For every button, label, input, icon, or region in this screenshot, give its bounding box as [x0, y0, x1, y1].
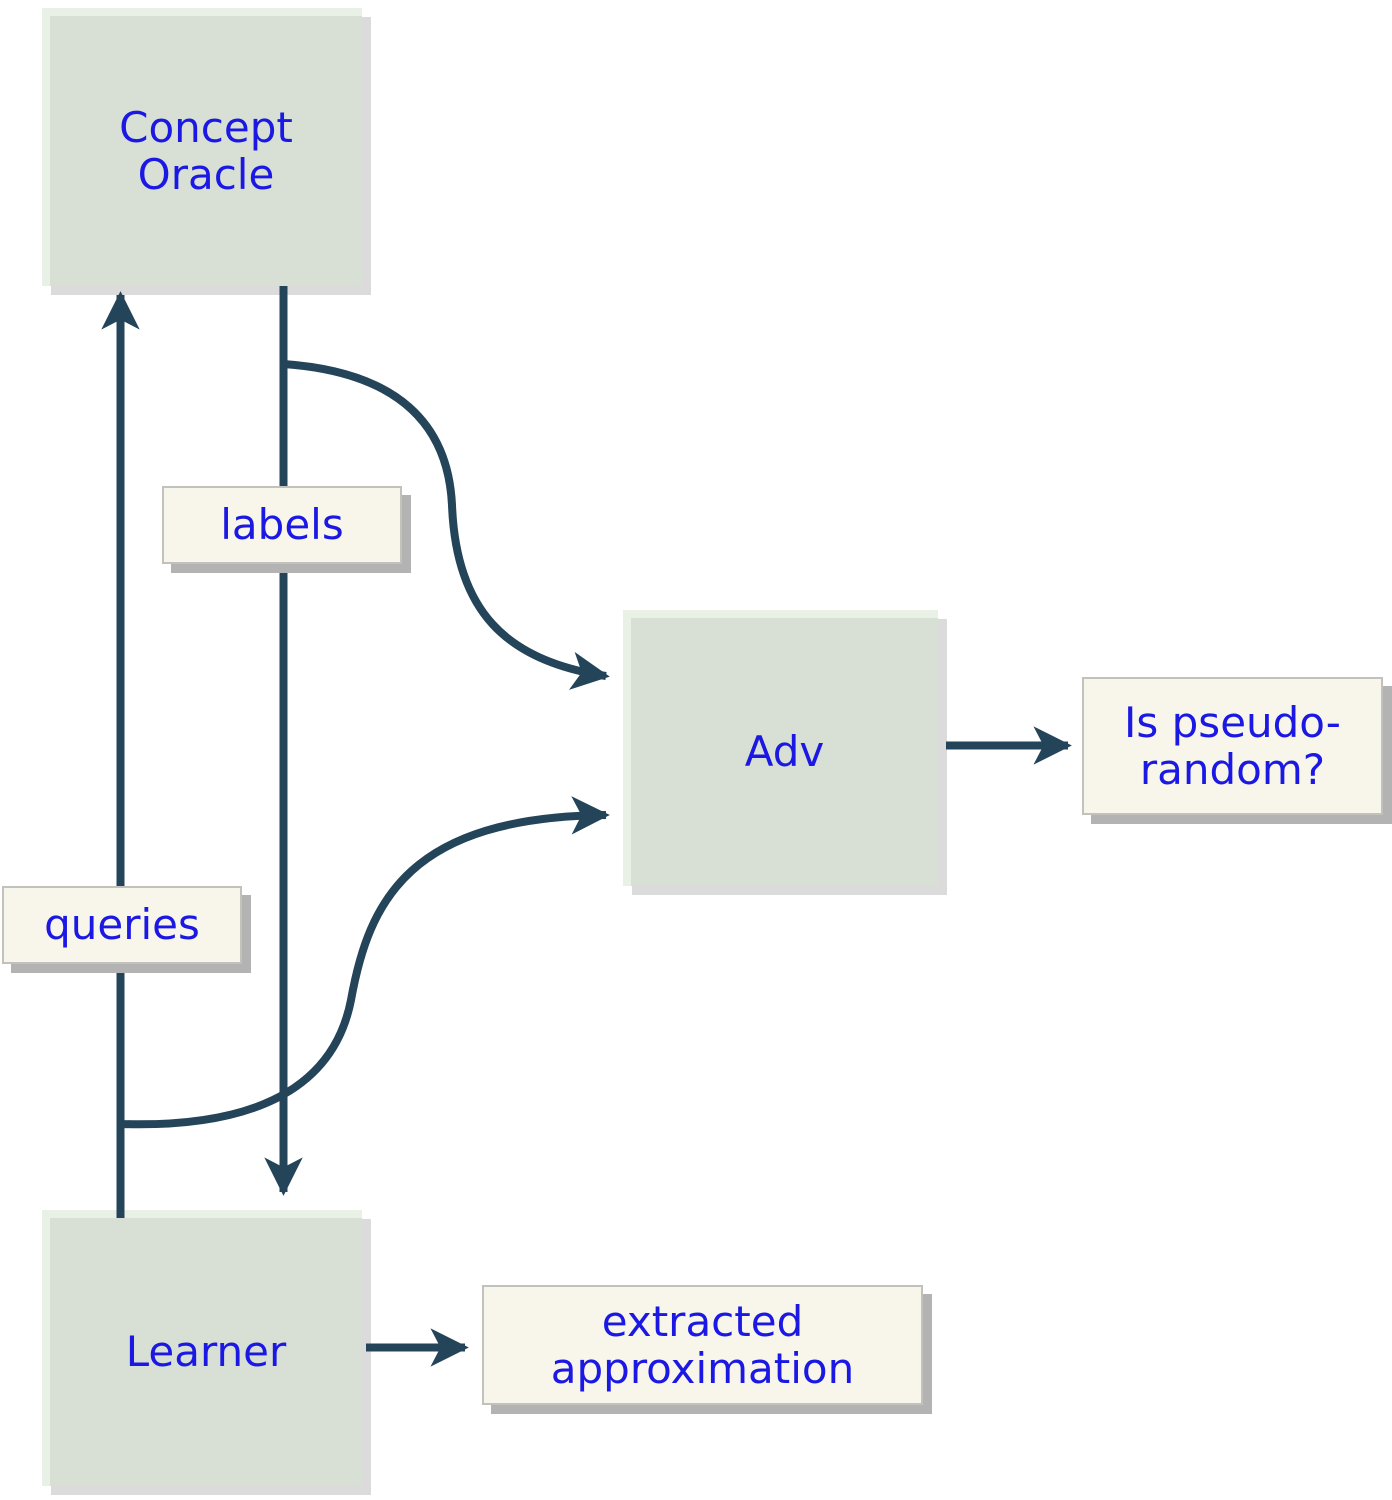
- queries-text: queries: [44, 900, 200, 950]
- labels-text: labels: [220, 500, 344, 550]
- output-box-pseudo-random: Is pseudo- random?: [1082, 677, 1383, 815]
- learner-label: Learner: [125, 1327, 287, 1377]
- concept-oracle-label: Concept Oracle: [119, 102, 293, 199]
- edge-queries-to-adv-curve: [120, 796, 610, 1129]
- node-learner: Learner: [50, 1218, 362, 1486]
- node-concept-oracle: Concept Oracle: [50, 16, 362, 286]
- output-box-extracted-approximation: extracted approximation: [482, 1285, 923, 1405]
- edge-label-queries: queries: [2, 886, 242, 964]
- pseudo-random-text: Is pseudo- random?: [1124, 697, 1341, 794]
- node-adv: Adv: [631, 618, 938, 886]
- adv-label: Adv: [744, 727, 825, 777]
- extracted-approximation-text: extracted approximation: [550, 1296, 855, 1393]
- edge-label-labels: labels: [162, 486, 402, 564]
